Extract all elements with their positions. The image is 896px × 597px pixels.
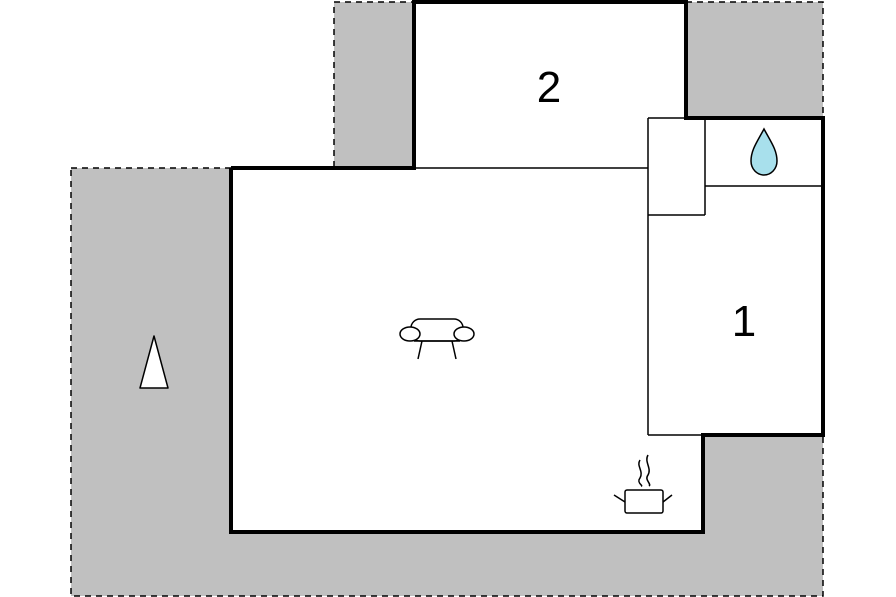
tree-icon [139,335,169,389]
wall-line [229,0,825,534]
room-label-2: 2 [537,63,561,112]
interior-walls [414,117,823,436]
exterior-walls [229,0,825,534]
room-label-1: 1 [732,297,756,346]
main-room-area [231,168,703,532]
right-column-area [648,118,823,435]
cooking-pot-icon [613,454,673,514]
water-drop-icon [750,127,778,176]
sofa-icon [399,318,475,360]
indoor-areas [231,2,823,532]
room-2-area [414,2,685,168]
